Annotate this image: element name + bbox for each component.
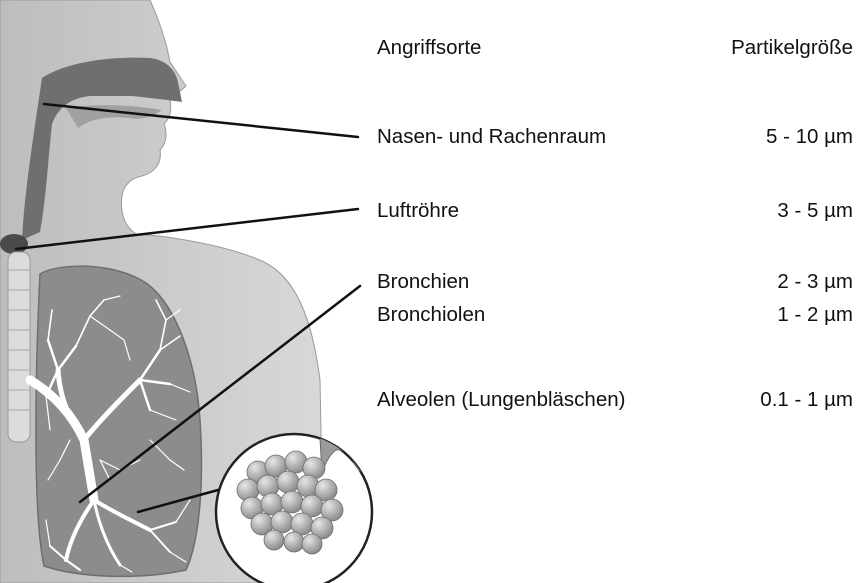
size-value: 5 - 10 µm (766, 125, 853, 149)
larynx (0, 234, 28, 254)
site-label: Luftröhre (377, 199, 459, 223)
size-value: 2 - 3 µm (777, 270, 853, 294)
column-header-particle-size: Partikelgröße (731, 36, 853, 60)
trachea (8, 252, 30, 442)
site-label: Nasen- und Rachenraum (377, 125, 606, 149)
size-value: 1 - 2 µm (777, 303, 853, 327)
site-label: Bronchien (377, 270, 469, 294)
size-value: 0.1 - 1 µm (760, 388, 853, 412)
size-value: 3 - 5 µm (777, 199, 853, 223)
site-label: Bronchiolen (377, 303, 485, 327)
site-label: Alveolen (Lungenbläschen) (377, 388, 625, 412)
column-header-sites: Angriffsorte (377, 36, 481, 60)
